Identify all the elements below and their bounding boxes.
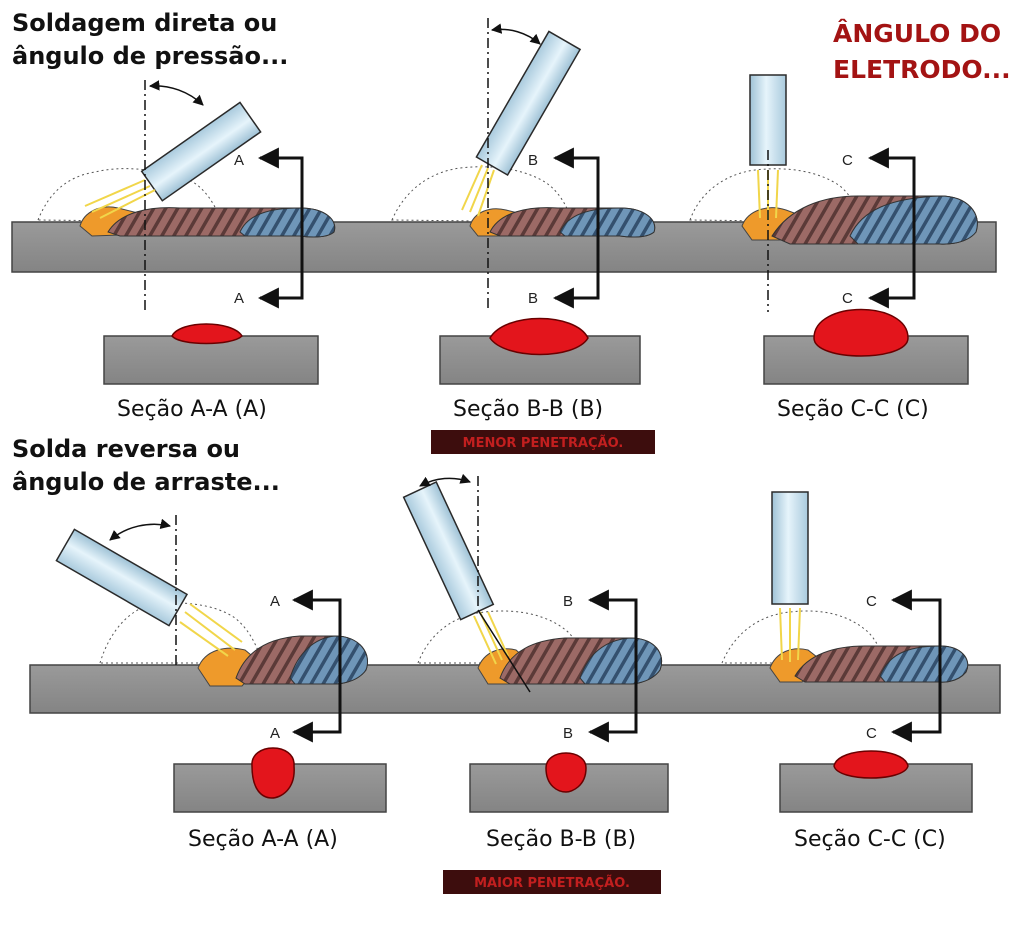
section-a-a: Seção A-A (A) [103,323,319,422]
section-b-b: Seção B-B (B) [439,317,641,422]
arc-icon [461,164,495,217]
electrode-icon [402,481,495,621]
section-letter-bottom: A [270,725,280,742]
electrode-icon [475,30,582,177]
section-caption: Seção C-C (C) [777,397,929,422]
section-cut-arrow-icon [587,589,638,743]
badge-background [431,430,655,454]
bottom-panel-b: B B [402,473,662,743]
top-weld-scene: A A B B C [11,18,997,312]
angle-arrow-icon [148,80,204,106]
section-caption: Seção A-A (A) [188,827,338,852]
push-heading-line-2: ângulo de pressão... [12,42,288,70]
section-cut-arrow-icon [890,589,942,743]
electrode-angle-title-line-1: ÂNGULO DO [833,19,1001,48]
section-letter-top: A [270,593,280,610]
section-caption: Seção C-C (C) [794,827,946,852]
section-letter-top: B [563,593,573,610]
section-caption: Seção B-B (B) [453,397,603,422]
angle-arrow-icon [419,473,471,487]
section-letter-bottom: A [234,290,244,307]
greater-penetration-badge: MAIOR PENETRAÇÃO. [443,870,661,894]
section-letter-top: B [528,152,538,169]
electrode-icon [140,101,262,202]
section-weld [833,750,909,779]
top-panel-c: C C [689,74,978,312]
top-panel-b: B B [391,18,656,312]
bottom-panel-a: A A [55,515,368,743]
badge-background [443,870,661,894]
section-caption: Seção B-B (B) [486,827,636,852]
section-letter-top: C [866,593,877,610]
angle-arrow-icon [109,518,172,541]
section-weld [545,752,587,793]
spatter-icon [391,166,573,223]
section-c-c: Seção C-C (C) [779,750,973,852]
section-b-b: Seção B-B (B) [469,752,669,852]
arc-icon [779,607,801,662]
badge-label: MAIOR PENETRAÇÃO. [474,875,630,891]
electrode-axis-line [477,609,531,693]
drag-heading-line-2: ângulo de arraste... [12,468,280,496]
section-letter-bottom: C [866,725,877,742]
electrode-icon [55,528,189,627]
section-a-a: Seção A-A (A) [173,747,387,852]
section-letter-bottom: C [842,290,853,307]
arc-icon [179,603,243,657]
top-panel-a: A A [37,80,336,312]
section-letter-top: A [234,152,244,169]
section-letter-top: C [842,152,853,169]
badge-label: MENOR PENETRAÇÃO. [463,435,624,451]
section-cut-arrow-icon [291,589,342,743]
section-cut-arrow-icon [552,147,600,309]
bottom-weld-scene: A A B B C [29,473,1001,743]
section-cut-arrow-icon [257,147,304,309]
section-weld [251,747,295,799]
section-letter-bottom: B [528,290,538,307]
bottom-panel-c: C C [721,491,969,743]
weld-bead-blue [559,207,656,238]
angle-arrow-icon [490,23,541,45]
top-cross-sections: Seção A-A (A) Seção B-B (B) Seção C-C (C… [103,308,969,422]
electrode-angle-title-line-2: ELETRODO... [833,55,1011,84]
electrode-icon [771,491,809,605]
section-weld [813,308,909,357]
arc-icon [84,179,156,219]
section-cut-arrow-icon [867,147,916,309]
section-caption: Seção A-A (A) [117,397,267,422]
spatter-icon [99,602,263,664]
push-heading-line-1: Soldagem direta ou [12,9,277,37]
lesser-penetration-badge: MENOR PENETRAÇÃO. [431,430,655,454]
section-weld [489,317,589,356]
bottom-cross-sections: Seção A-A (A) Seção B-B (B) Seção C-C (C… [173,747,973,852]
section-weld [171,323,243,345]
section-c-c: Seção C-C (C) [763,308,969,422]
drag-heading-line-1: Solda reversa ou [12,435,240,463]
section-letter-bottom: B [563,725,573,742]
